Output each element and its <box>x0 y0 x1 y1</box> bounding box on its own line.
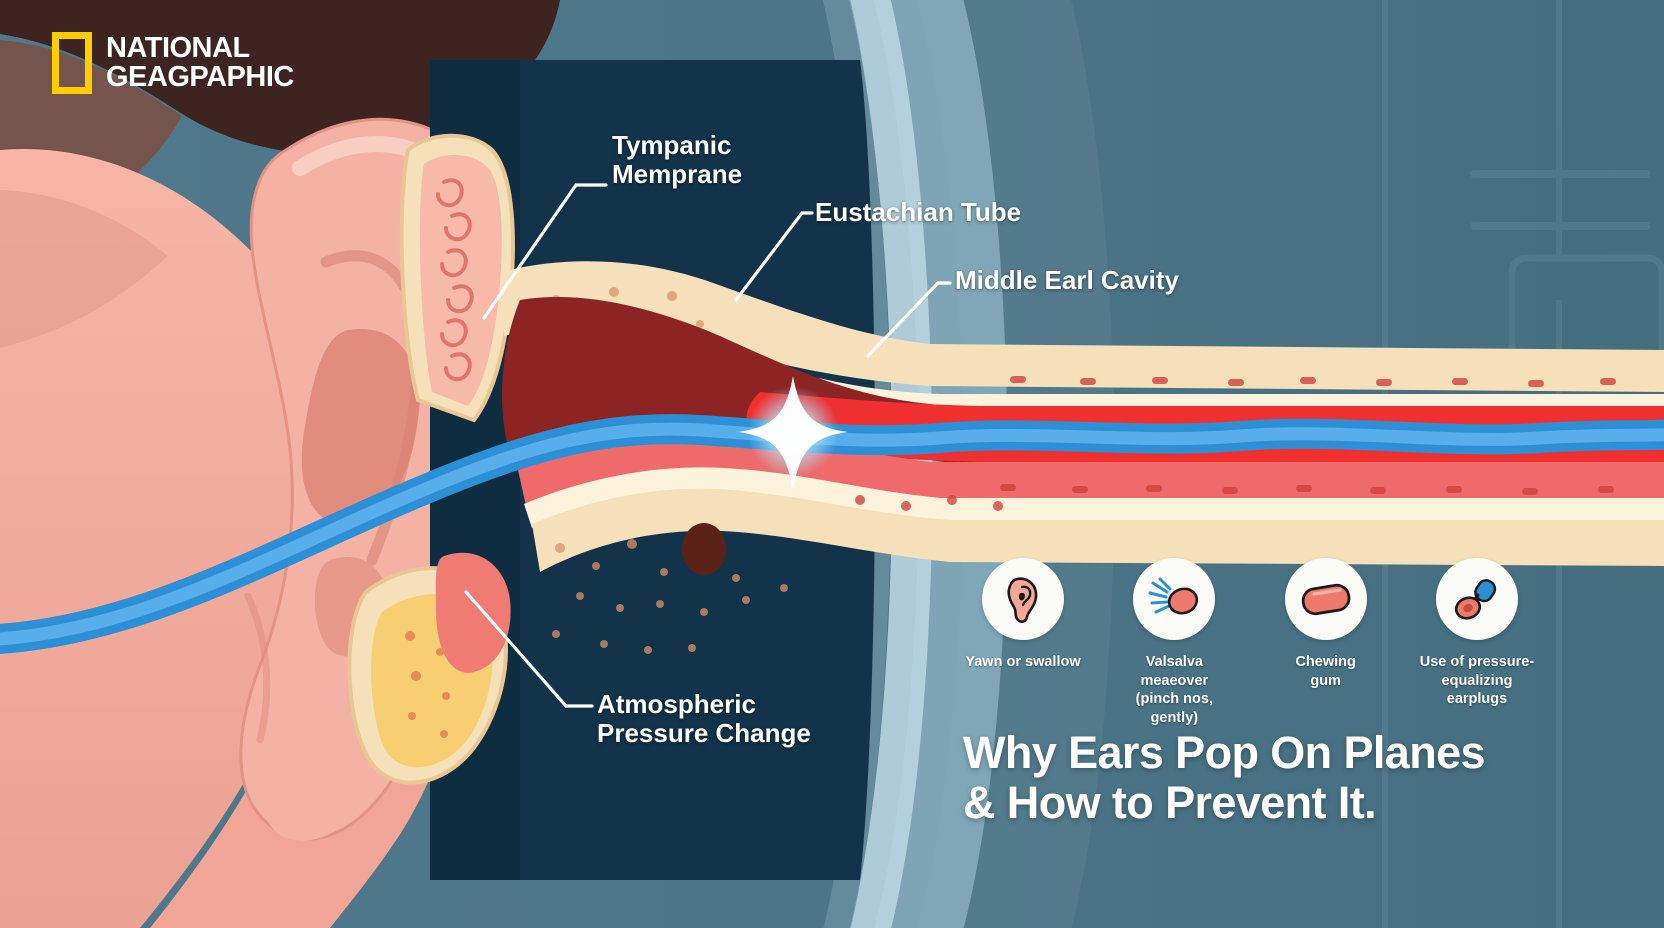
logo-wordmark: NATIONAL GEAGPAPHIC <box>106 32 294 92</box>
tip-icon-badge <box>1435 558 1518 640</box>
pressure-sparkle <box>738 376 848 490</box>
tip-item-pressure-equalizing-earplugs: Use of pressure- equalizing earplugs <box>1414 558 1540 727</box>
tip-icon-badge <box>1284 558 1367 640</box>
lower-bone-band <box>532 488 1664 572</box>
tip-item-yawn-or-swallow: Yawn or swallow <box>960 558 1086 727</box>
tip-label: Valsalva meaeover (pinch nos, gently) <box>1135 654 1213 726</box>
label-middle-ear-cavity: Middle Earl Cavity <box>955 265 1179 295</box>
earplug-icon <box>1454 579 1497 620</box>
mastoid-dots <box>405 631 450 738</box>
round-window <box>682 523 726 575</box>
tip-label: Use of pressure- equalizing earplugs <box>1419 654 1535 708</box>
callout-leader-lines <box>464 183 952 708</box>
bone-texture-dots-lower <box>552 539 788 654</box>
leader-middle-ear <box>866 281 952 358</box>
tip-icon-badge <box>1133 558 1216 640</box>
tube-speckles <box>855 376 1616 511</box>
headline-title: Why Ears Pop On Planes & How to Prevent … <box>963 727 1486 829</box>
leader-atmospheric <box>464 590 594 708</box>
tip-label: Chewing gum <box>1295 654 1356 689</box>
concha <box>301 328 419 524</box>
label-atmospheric-pressure-change: Atmospheric Pressure Change <box>597 689 811 749</box>
ear-icon <box>1007 577 1038 623</box>
upper-bone-band <box>502 261 1664 392</box>
hair-silhouette <box>0 0 560 155</box>
logo-line-1: NATIONAL <box>106 32 250 64</box>
cabin-window <box>822 0 1115 928</box>
national-geographic-logo: NATIONAL GEAGPAPHIC <box>52 32 294 94</box>
tip-label: Yawn or swallow <box>965 654 1081 670</box>
label-tympanic-membrane: Tympanic Memprane <box>612 130 743 190</box>
ear-crease <box>244 592 271 744</box>
logo-line-2: GEAGPAPHIC <box>106 61 294 93</box>
tip-item-chewing-gum: Chewing gum <box>1263 558 1389 727</box>
canal-lining <box>419 154 502 406</box>
ear-canal-upper <box>399 133 515 423</box>
prevention-tips-row: Yawn or swallow Valsalva meaeover (pinch… <box>960 558 1540 727</box>
skin-shading <box>0 190 168 348</box>
mastoid-lining <box>435 552 511 673</box>
chewing-gum-icon <box>1301 583 1351 616</box>
earlobe <box>257 716 367 841</box>
canal-hairs <box>436 178 474 382</box>
tip-icon-badge <box>982 558 1064 640</box>
tip-item-valsalva-maneuver: Valsalva meaeover (pinch nos, gently) <box>1111 558 1237 727</box>
airflow-highlight <box>0 422 1664 646</box>
leader-eustachian <box>734 211 814 302</box>
lower-cream-layer <box>524 467 1664 528</box>
label-eustachian-tube: Eustachian Tube <box>815 197 1022 227</box>
airflow-stream <box>0 414 1664 654</box>
yellow-rectangle-icon <box>52 32 92 94</box>
pinched-nose-icon <box>1148 577 1199 615</box>
leader-tympanic <box>482 183 608 320</box>
